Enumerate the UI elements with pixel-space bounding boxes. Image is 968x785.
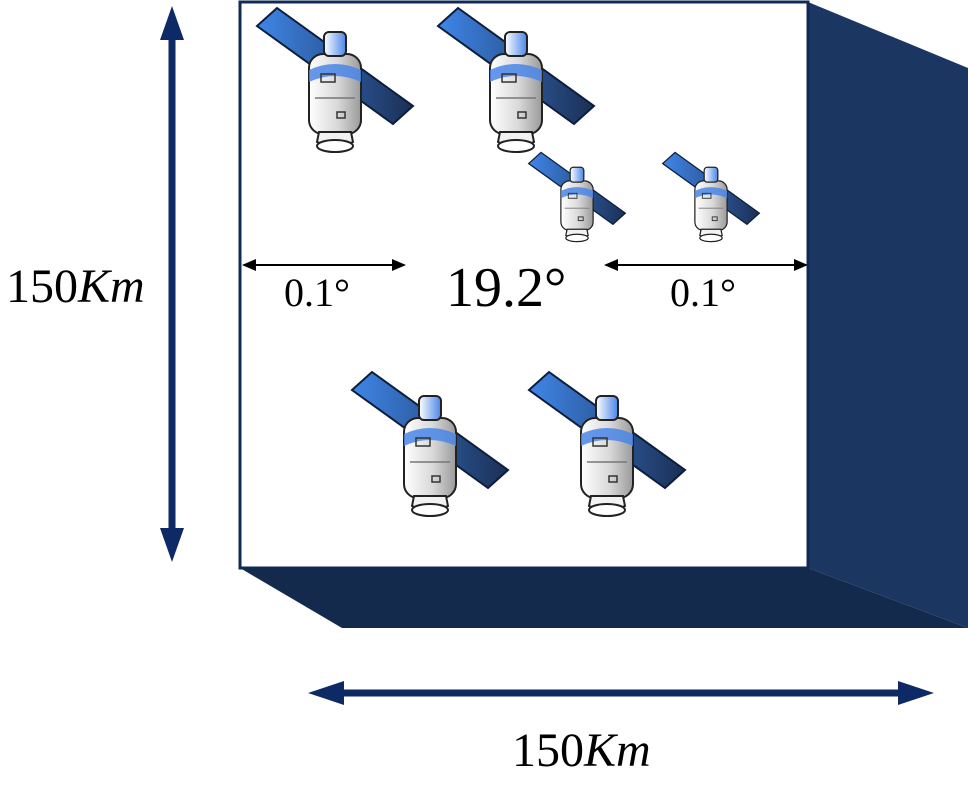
horizontal-distance-label: 150Km <box>512 724 651 777</box>
right-gap-arrow <box>604 259 808 271</box>
center-angle-label: 19.2° <box>446 257 566 319</box>
right-gap-label: 0.1° <box>670 270 736 315</box>
vertical-distance-label: 150Km <box>6 260 145 313</box>
left-gap-label: 0.1° <box>284 270 350 315</box>
box-side-face <box>808 2 968 628</box>
box-bottom-face <box>240 568 968 628</box>
left-gap-arrow <box>242 259 406 271</box>
vertical-distance-arrow <box>160 6 184 562</box>
horizontal-distance-arrow <box>308 681 934 705</box>
